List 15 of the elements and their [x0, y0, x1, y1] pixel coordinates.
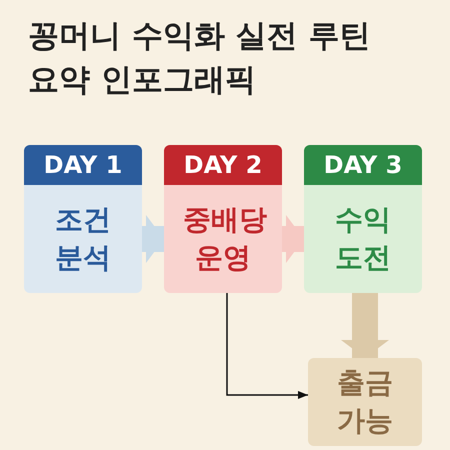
result-box [308, 358, 422, 446]
day-header: DAY 2 [164, 145, 282, 185]
step-text: 조건 분석 [54, 202, 112, 276]
step-card [24, 145, 142, 293]
step-text: 수익 도전 [334, 202, 392, 276]
step-card [304, 145, 422, 293]
arrow [282, 215, 304, 263]
title: 꽁머니 수익화 실전 루틴 요약 인포그래픽 [28, 17, 372, 100]
step-card [164, 145, 282, 293]
arrow [341, 293, 389, 358]
arrow [142, 215, 164, 263]
step-text: 출금 가능 [336, 365, 394, 439]
arrow [226, 293, 308, 399]
day-header: DAY 1 [24, 145, 142, 185]
day-header: DAY 3 [304, 145, 422, 185]
